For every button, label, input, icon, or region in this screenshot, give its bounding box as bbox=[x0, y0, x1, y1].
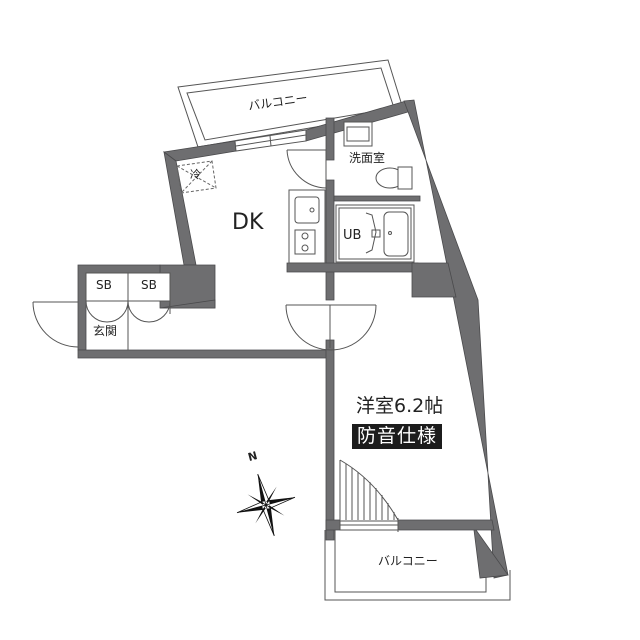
entrance-fixtures bbox=[32, 272, 171, 350]
south-balcony-label: バルコニー bbox=[378, 554, 438, 568]
washroom-label: 洗面室 bbox=[349, 151, 386, 165]
unit-bath bbox=[335, 204, 415, 263]
unit-bath-label: UB bbox=[343, 228, 362, 243]
soundproof-badge: 防音仕様 bbox=[352, 424, 443, 449]
south-window bbox=[339, 518, 399, 532]
entrance-label: 玄関 bbox=[93, 324, 118, 338]
western-room-label: 洋室6.2帖 bbox=[356, 395, 444, 417]
bedroom-hatch bbox=[339, 459, 399, 521]
refrigerator-space bbox=[176, 160, 217, 194]
shoe-box-1-label: SB bbox=[96, 278, 112, 292]
dk-door-swing bbox=[286, 149, 327, 189]
south-balcony bbox=[324, 530, 511, 601]
kitchen-counter bbox=[288, 189, 326, 264]
washroom-fixtures bbox=[343, 121, 413, 190]
refrigerator-label: 冷 bbox=[190, 168, 201, 181]
dk-label: DK bbox=[232, 210, 264, 235]
shoe-box-2-label: SB bbox=[141, 278, 157, 292]
walls bbox=[77, 99, 509, 579]
compass-rose bbox=[236, 473, 296, 537]
bedroom-door-swing bbox=[285, 304, 377, 351]
north-window bbox=[234, 129, 307, 152]
